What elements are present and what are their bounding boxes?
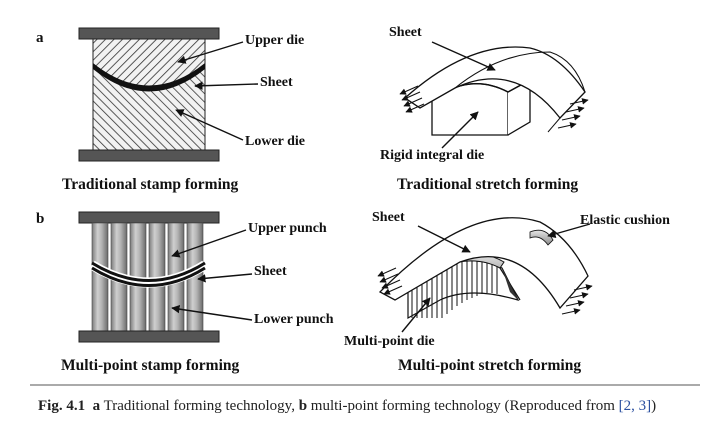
upper-die-label: Upper die (245, 33, 305, 48)
lower-die-label: Lower die (245, 134, 306, 149)
sheet-label-a-stamp: Sheet (260, 75, 293, 90)
reference-link[interactable]: [2, 3] (618, 398, 652, 414)
caption-b-text: multi-point forming technology (Reproduc… (307, 398, 619, 414)
figure-number: Fig. 4.1 (38, 398, 86, 414)
panel-b-letter: b (36, 211, 45, 227)
sheet-label-b-stamp: Sheet (254, 264, 287, 279)
multipoint-stamp-title: Multi-point stamp forming (61, 357, 240, 374)
caption-a-text: Traditional forming technology, (100, 398, 299, 414)
caption-a-letter: a (92, 398, 101, 414)
traditional-stretch-diagram (399, 41, 589, 149)
sheet-label-b-stretch: Sheet (372, 210, 405, 225)
multipoint-stretch-title: Multi-point stretch forming (398, 357, 582, 374)
traditional-stretch-title: Traditional stretch forming (397, 176, 579, 193)
traditional-stamp-diagram (78, 27, 259, 162)
multipoint-stretch-diagram (377, 217, 593, 333)
multipoint-die-label: Multi-point die (344, 334, 435, 349)
caption-b-letter: b (298, 398, 308, 414)
upper-punch-label: Upper punch (248, 221, 327, 236)
sheet-label-a-stretch: Sheet (389, 25, 422, 40)
figure-caption: Fig. 4.1 a Traditional forming technolog… (38, 396, 698, 416)
caption-close: ) (651, 398, 657, 414)
lower-punch-label: Lower punch (254, 312, 334, 327)
traditional-stamp-title: Traditional stamp forming (62, 176, 239, 193)
rigid-die-label: Rigid integral die (380, 148, 485, 163)
elastic-cushion-label: Elastic cushion (580, 213, 670, 228)
panel-a-letter: a (36, 30, 44, 46)
multipoint-stamp-diagram (78, 211, 253, 343)
